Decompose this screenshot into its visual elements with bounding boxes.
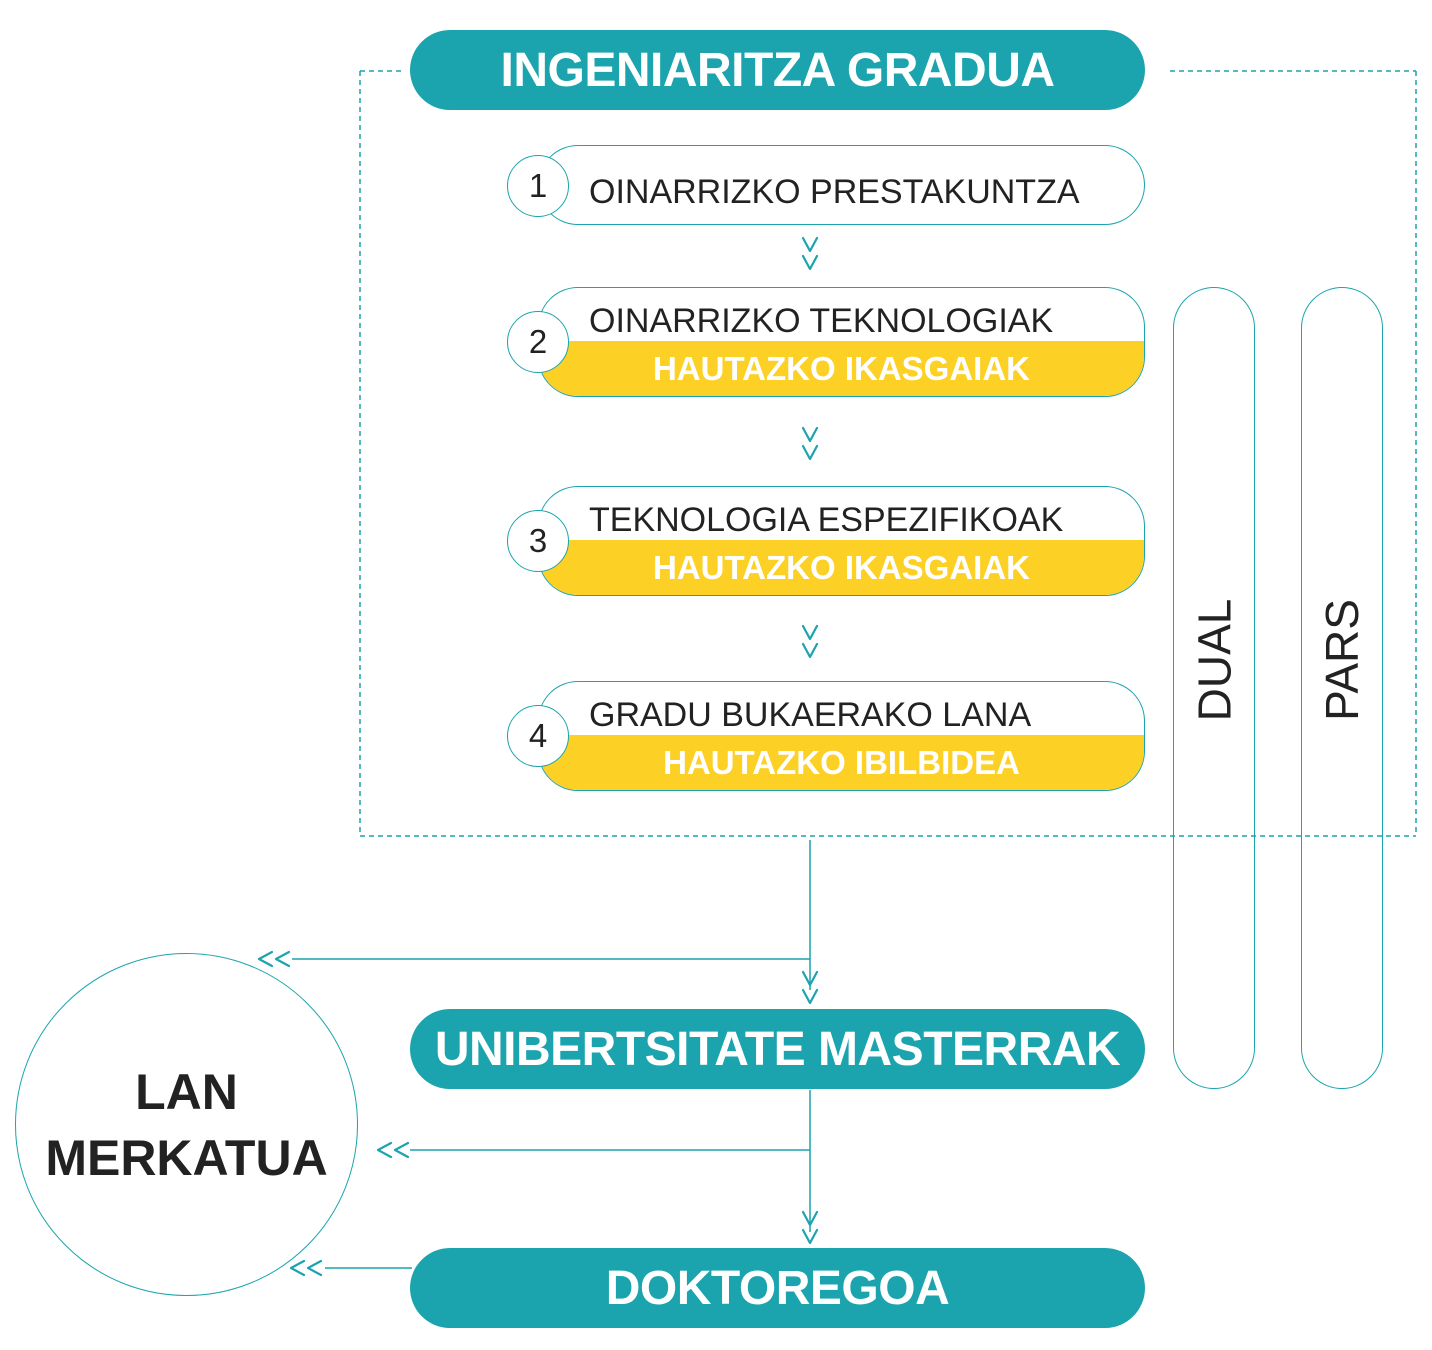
dual-program-label: DUAL <box>1188 598 1240 722</box>
stage-3-electives: HAUTAZKO IKASGAIAK <box>539 540 1144 595</box>
pars-program-bar <box>1301 287 1383 1089</box>
down-arrow-icon <box>801 426 819 461</box>
stage-2-card: OINARRIZKO TEKNOLOGIAK HAUTAZKO IKASGAIA… <box>538 287 1145 397</box>
stage-2-label: OINARRIZKO TEKNOLOGIAK <box>589 301 1054 340</box>
stage-3-card: TEKNOLOGIA ESPEZIFIKOAK HAUTAZKO IKASGAI… <box>538 486 1145 596</box>
doctorate-label: DOKTOREGOA <box>605 1261 950 1315</box>
stage-4-card: GRADU BUKAERAKO LANA HAUTAZKO IBILBIDEA <box>538 681 1145 791</box>
engineering-degree-box: INGENIARITZA GRADUA <box>410 30 1145 110</box>
labour-market-line1: LAN <box>135 1063 238 1120</box>
stage-1-number: 1 <box>507 155 569 217</box>
stage-2-number: 2 <box>507 311 569 373</box>
stage-4-label: GRADU BUKAERAKO LANA <box>589 695 1032 734</box>
labour-market-circle: LAN MERKATUA <box>15 953 358 1296</box>
stage-2-electives: HAUTAZKO IKASGAIAK <box>539 341 1144 396</box>
masters-label: UNIBERTSITATE MASTERRAK <box>434 1022 1121 1076</box>
down-arrow-icon <box>801 624 819 659</box>
dual-program-bar <box>1173 287 1255 1089</box>
masters-box: UNIBERTSITATE MASTERRAK <box>410 1009 1145 1089</box>
stage-1-card: OINARRIZKO PRESTAKUNTZA <box>538 145 1145 225</box>
doctorate-box: DOKTOREGOA <box>410 1248 1145 1328</box>
engineering-degree-label: INGENIARITZA GRADUA <box>500 43 1055 97</box>
pars-program-label-wrap: PARS <box>1242 599 1432 721</box>
stage-4-number: 4 <box>507 705 569 767</box>
stage-4-path: HAUTAZKO IBILBIDEA <box>539 735 1144 790</box>
stage-1-label: OINARRIZKO PRESTAKUNTZA <box>589 172 1080 211</box>
down-arrow-icon <box>801 236 819 271</box>
stage-3-number: 3 <box>507 510 569 572</box>
down-arrow-icon <box>801 970 819 1005</box>
down-arrow-icon <box>801 1210 819 1245</box>
left-arrow-icon <box>257 950 291 968</box>
labour-market-label: LAN MERKATUA <box>45 1059 327 1191</box>
labour-market-line2: MERKATUA <box>45 1129 328 1186</box>
left-arrow-icon <box>289 1259 323 1277</box>
pars-program-label: PARS <box>1315 599 1368 721</box>
dashed-frame <box>359 70 1417 837</box>
stage-3-label: TEKNOLOGIA ESPEZIFIKOAK <box>589 500 1064 539</box>
left-arrow-icon <box>376 1141 410 1159</box>
